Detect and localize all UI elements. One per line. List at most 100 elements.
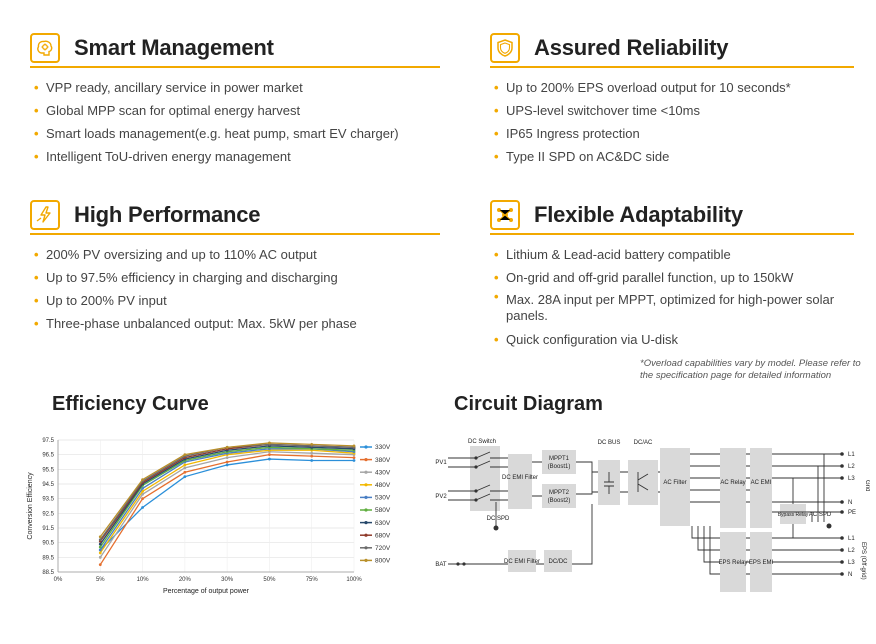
eps-emi-label: EPS EMI	[749, 560, 774, 566]
list-item: Up to 97.5% efficiency in charging and d…	[34, 266, 440, 289]
list-item: UPS-level switchover time <10ms	[494, 99, 854, 122]
dc-spd-label: DC SPD	[487, 516, 510, 522]
legend-label: 430V	[375, 469, 391, 476]
feature-list: Up to 200% EPS overload output for 10 se…	[490, 76, 854, 168]
eps-line-label: L2	[848, 548, 855, 554]
list-item: Smart loads management(e.g. heat pump, s…	[34, 122, 440, 145]
ac-filter-block	[660, 448, 690, 526]
legend-marker	[364, 458, 368, 462]
list-item: Max. 28A input per MPPT, optimized for h…	[494, 289, 854, 328]
y-tick-label: 90.5	[42, 541, 54, 547]
legend-marker	[364, 508, 368, 512]
eps-emi-block	[750, 532, 772, 592]
legend-marker	[364, 521, 368, 525]
legend-marker	[364, 546, 368, 550]
x-tick-label: 30%	[221, 577, 234, 583]
x-tick-label: 50%	[263, 577, 276, 583]
shield-icon	[490, 33, 520, 63]
data-point	[98, 555, 102, 559]
legend-marker	[364, 533, 368, 537]
data-point	[183, 475, 187, 479]
data-point	[98, 551, 102, 555]
section-title: Smart Management	[74, 35, 274, 60]
dc-emi-filter-2-block	[508, 550, 536, 572]
legend-marker	[364, 495, 368, 499]
legend-marker	[364, 558, 368, 562]
data-point	[98, 563, 102, 567]
list-item: Lithium & Lead-acid battery compatible	[494, 243, 854, 266]
ac-emi-block	[750, 448, 772, 528]
x-tick-label: 100%	[346, 577, 362, 583]
data-point	[141, 478, 144, 481]
section-header: Assured Reliability	[490, 33, 854, 68]
y-tick-label: 95.5	[42, 467, 54, 473]
y-tick-label: 94.5	[42, 482, 54, 488]
x-tick-label: 20%	[179, 577, 192, 583]
list-item: Global MPP scan for optimal energy harve…	[34, 99, 440, 122]
dcdc-block	[544, 550, 572, 572]
list-item: IP65 Ingress protection	[494, 122, 854, 145]
dc-emi-filter-label: DC EMI Filter	[502, 475, 538, 481]
data-point	[352, 459, 356, 462]
legend-marker	[364, 445, 368, 449]
grid-label: Grid	[864, 480, 870, 491]
eps-relay-label: EPS Relay	[718, 560, 747, 566]
section-header: High Performance	[30, 200, 440, 235]
footnote-line: the specification page for detailed info…	[640, 370, 832, 381]
data-point	[183, 470, 187, 474]
data-point	[183, 463, 187, 467]
data-point	[141, 492, 144, 496]
section-assured-reliability: Assured Reliability Up to 200% EPS overl…	[490, 33, 854, 168]
eps-line-label: L1	[848, 536, 855, 542]
legend-label: 380V	[375, 457, 391, 464]
bypass-relay-block	[780, 504, 806, 524]
ac-emi-label: AC EMI	[751, 480, 772, 486]
data-point	[141, 489, 144, 493]
section-smart-management: Smart Management VPP ready, ancillary se…	[30, 33, 440, 168]
data-point	[141, 506, 144, 509]
mppt1-block	[542, 450, 576, 474]
legend-marker	[364, 483, 368, 487]
list-item: Up to 200% EPS overload output for 10 se…	[494, 76, 854, 99]
list-item: VPP ready, ancillary service in power ma…	[34, 76, 440, 99]
dc-ac-block	[628, 460, 658, 505]
dcdc-label: DC/DC	[549, 559, 569, 565]
feature-list: 200% PV oversizing and up to 110% AC out…	[30, 243, 440, 335]
section-header: Smart Management	[30, 33, 440, 68]
legend-label: 330V	[375, 444, 391, 451]
list-item: Three-phase unbalanced output: Max. 5kW …	[34, 312, 440, 335]
bypass-relay-label: Bypass Relay	[778, 512, 809, 518]
bat-label: BAT	[435, 562, 447, 568]
legend-label: 480V	[375, 482, 391, 489]
circuit-diagram-title: Circuit Diagram	[454, 393, 603, 415]
list-item: Quick configuration via U-disk	[494, 328, 854, 351]
dc-bus-label: DC BUS	[598, 440, 621, 446]
data-point	[225, 445, 229, 449]
data-point	[183, 466, 187, 470]
grid-line-label: PE	[848, 510, 856, 516]
grid-line-label: N	[848, 500, 852, 506]
data-point	[268, 457, 271, 461]
data-point	[310, 454, 314, 458]
section-flexible-adaptability: Flexible Adaptability Lithium & Lead-aci…	[490, 200, 854, 351]
data-point	[98, 548, 102, 552]
eps-relay-block	[720, 532, 746, 592]
mppt2-sub-label: (Boost2)	[548, 498, 571, 504]
section-title: High Performance	[74, 202, 261, 227]
lightning-hand-icon	[30, 200, 60, 230]
section-header: Flexible Adaptability	[490, 200, 854, 235]
brain-gear-icon	[30, 33, 60, 63]
data-point	[98, 538, 102, 542]
data-point	[352, 444, 356, 448]
dc-bus-capacitor-block	[598, 460, 620, 505]
eps-offgrid-label: EPS (Off-grid)	[860, 542, 866, 580]
y-tick-label: 97.5	[42, 438, 54, 444]
dc-emi-filter-block	[508, 454, 532, 509]
list-item: 200% PV oversizing and up to 110% AC out…	[34, 243, 440, 266]
section-title: Assured Reliability	[534, 35, 729, 60]
eps-line-label: L3	[848, 560, 855, 566]
grid-line-label: L3	[848, 476, 855, 482]
eps-line-label: N	[848, 572, 852, 578]
legend-label: 580V	[375, 507, 391, 514]
list-item: Intelligent ToU-driven energy management	[34, 145, 440, 168]
